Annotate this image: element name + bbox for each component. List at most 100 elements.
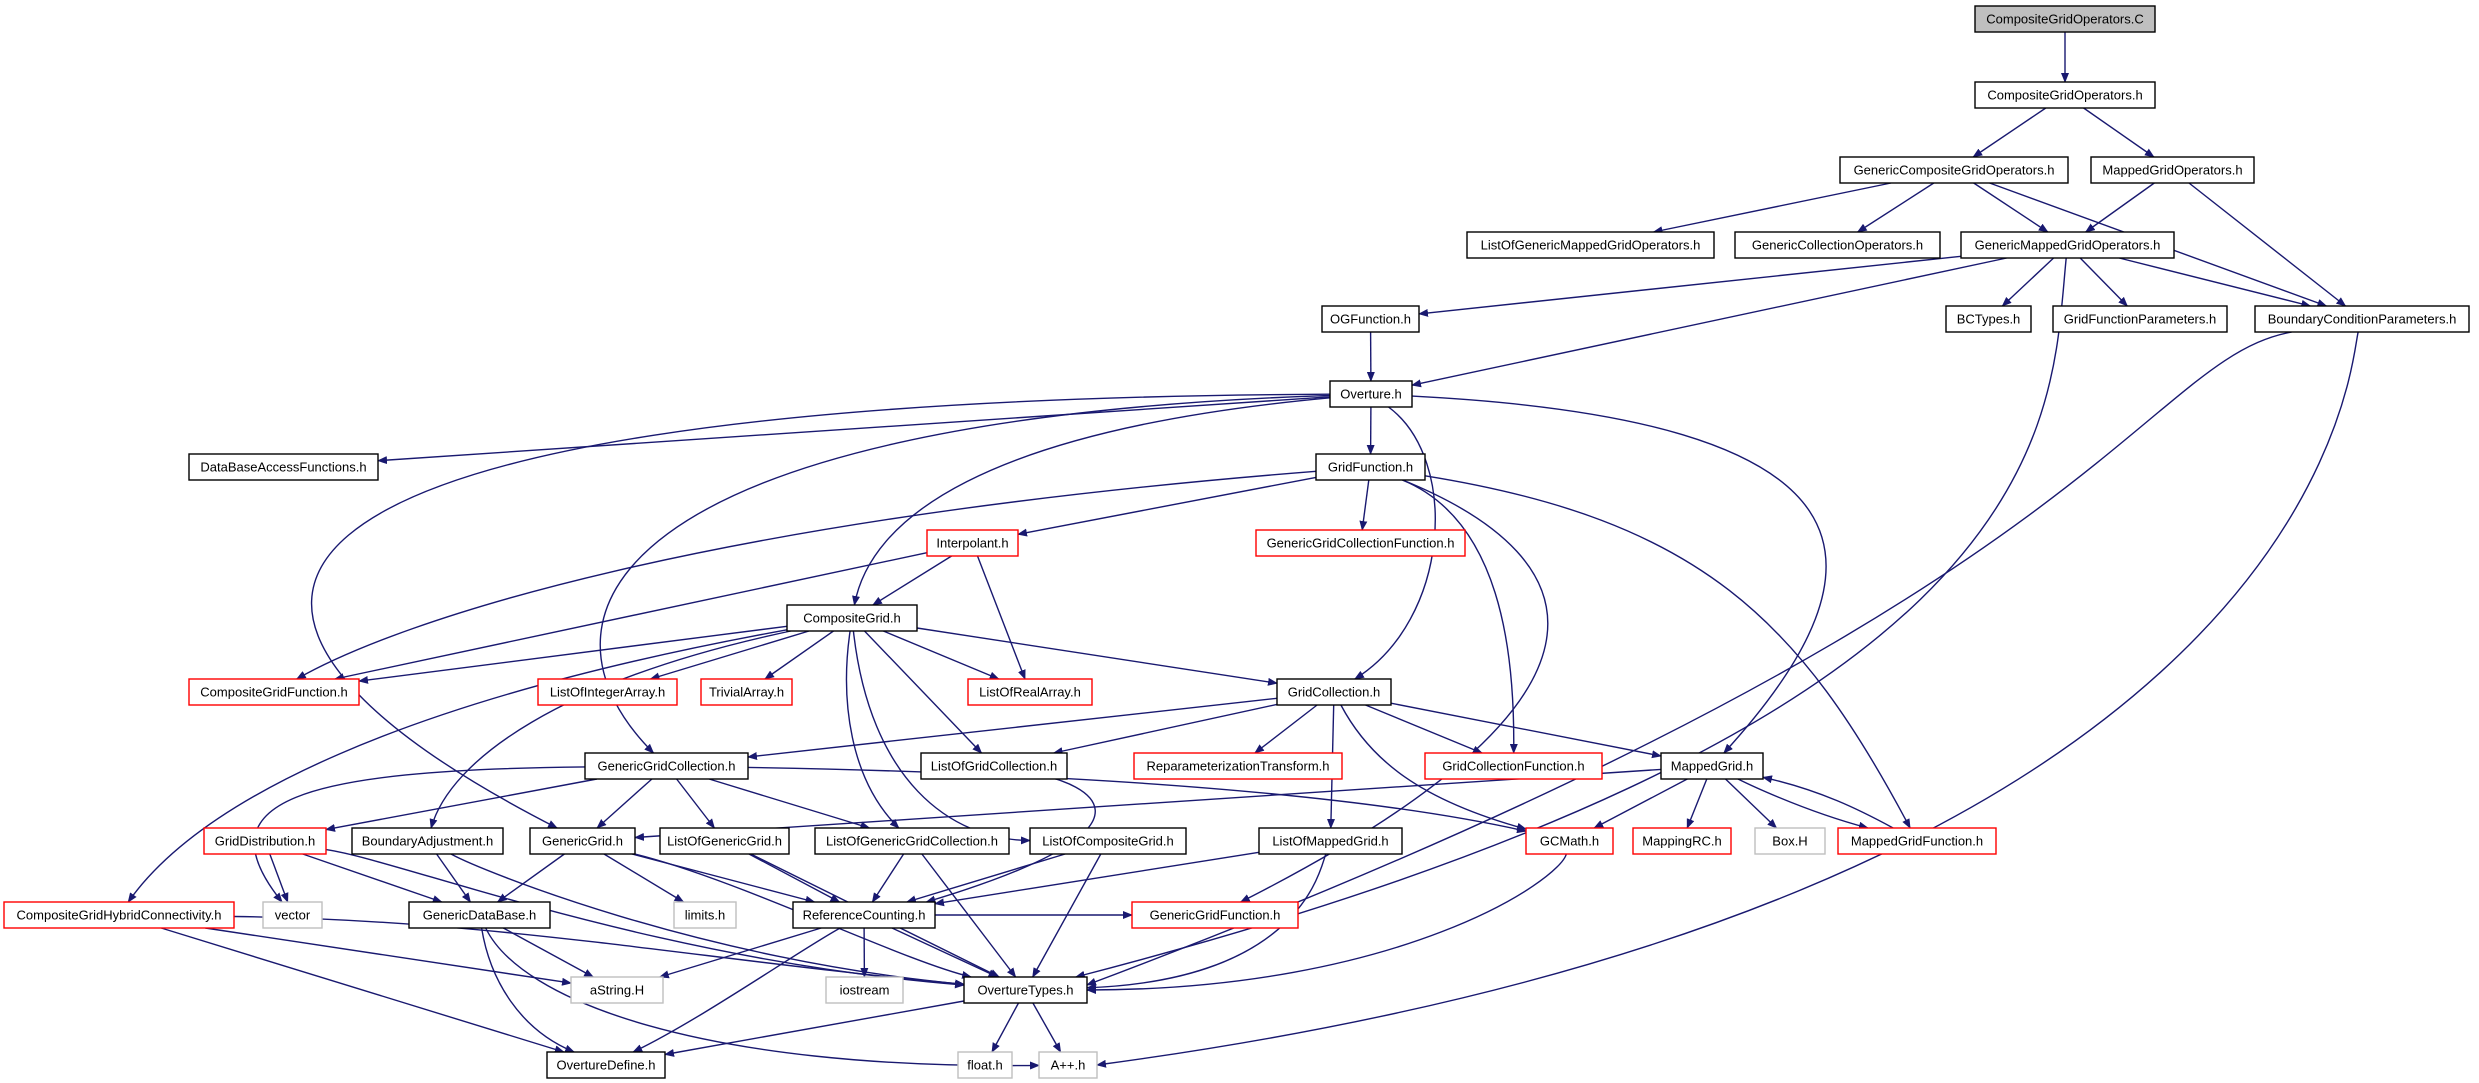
node-mgo[interactable]: MappedGridOperators.h [2090,156,2255,184]
edge-overture-to-mg [1411,395,1827,754]
node-gc[interactable]: GridCollection.h [1276,678,1392,706]
node-logmgo[interactable]: ListOfGenericMappedGridOperators.h [1466,231,1715,259]
node-label: GenericGridFunction.h [1150,908,1281,923]
edge-ggc-to-logg [676,778,716,829]
edge-cg-to-ba [429,630,791,829]
node-lora[interactable]: ListOfRealArray.h [967,678,1093,706]
edge-gc-to-ggc [747,697,1278,760]
node-iostream[interactable]: iostream [825,976,904,1004]
edge-lomg-to-rc [934,851,1260,907]
edge-gridfn-to-cgf [295,470,1317,680]
node-label: GenericCompositeGridOperators.h [1854,163,2055,178]
node-vector[interactable]: vector [262,901,323,929]
node-label: GridCollectionFunction.h [1442,759,1584,774]
node-astring[interactable]: aString.H [570,976,664,1004]
node-gmgo[interactable]: GenericMappedGridOperators.h [1960,231,2175,259]
node-app[interactable]: A++.h [1038,1051,1098,1079]
node-label: ListOfRealArray.h [979,685,1081,700]
node-gcgo[interactable]: GenericCompositeGridOperators.h [1839,156,2069,184]
node-gridfn[interactable]: GridFunction.h [1315,453,1426,481]
node-loggc[interactable]: ListOfGenericGridCollection.h [814,827,1010,855]
node-overture[interactable]: Overture.h [1329,380,1413,408]
node-label: BCTypes.h [1957,312,2021,327]
node-cgf[interactable]: CompositeGridFunction.h [188,678,360,706]
node-logg[interactable]: ListOfGenericGrid.h [659,827,790,855]
node-gcmath[interactable]: GCMath.h [1525,827,1614,855]
node-lomg[interactable]: ListOfMappedGrid.h [1258,827,1403,855]
node-mgf[interactable]: MappedGridFunction.h [1837,827,1997,855]
edge-cg-to-lora [883,630,1000,680]
edge-gc-to-gcmath [1340,704,1527,831]
node-gfp[interactable]: GridFunctionParameters.h [2052,305,2228,333]
edge-overture-to-cg [852,397,1331,606]
node-gcf[interactable]: GridCollectionFunction.h [1424,752,1603,780]
node-logc[interactable]: ListOfGridCollection.h [920,752,1068,780]
node-label: aString.H [590,983,644,998]
node-box [1424,752,1603,780]
node-label: MappedGridFunction.h [1851,834,1983,849]
node-cghc[interactable]: CompositeGridHybridConnectivity.h [3,901,235,929]
node-label: CompositeGrid.h [803,611,901,626]
node-label: CompositeGridOperators.C [1986,12,2144,27]
node-cg[interactable]: CompositeGrid.h [786,604,918,632]
node-root[interactable]: CompositeGridOperators.C [1974,5,2156,33]
node-box [1632,827,1732,855]
node-label: ListOfGridCollection.h [931,759,1057,774]
node-label: GenericCollectionOperators.h [1752,238,1923,253]
node-ggf[interactable]: GenericGridFunction.h [1131,901,1299,929]
node-box[interactable]: Box.H [1754,827,1826,855]
node-label: GridFunction.h [1328,460,1413,475]
node-locg[interactable]: ListOfCompositeGrid.h [1029,827,1187,855]
edge-gmgo-to-bct [2001,257,2055,307]
node-box [957,1051,1013,1079]
node-box [825,976,904,1004]
edge-bcp-to-app [1096,331,2359,1068]
node-label: CompositeGridOperators.h [1987,88,2142,103]
edge-ot-to-float [991,1002,1020,1053]
node-ggc[interactable]: GenericGridCollection.h [584,752,749,780]
edge-mgo-to-gmgo [2084,182,2155,233]
edge-gcmath-to-ot [1086,853,1567,994]
node-ba[interactable]: BoundaryAdjustment.h [351,827,504,855]
node-label: Box.H [1772,834,1807,849]
node-interp[interactable]: Interpolant.h [926,529,1019,557]
node-box [963,976,1088,1004]
node-gd[interactable]: GridDistribution.h [203,827,327,855]
node-mg[interactable]: MappedGrid.h [1660,752,1764,780]
node-ot[interactable]: OvertureTypes.h [963,976,1088,1004]
edge-gmgo-to-ogf [1418,255,1962,317]
node-cgo_h[interactable]: CompositeGridOperators.h [1974,81,2156,109]
node-gdb[interactable]: GenericDataBase.h [408,901,551,929]
node-box [2052,305,2228,333]
node-rt[interactable]: ReparameterizationTransform.h [1133,752,1343,780]
node-ggcf[interactable]: GenericGridCollectionFunction.h [1255,529,1466,557]
edge-gridfn-to-gcf [1402,479,1518,754]
edge-interp-to-lora [976,555,1026,680]
node-ogf[interactable]: OGFunction.h [1321,305,1420,333]
node-bcp[interactable]: BoundaryConditionParameters.h [2254,305,2470,333]
node-box [537,678,678,706]
node-label: GCMath.h [1540,834,1599,849]
edge-gc-to-logc [1052,703,1278,755]
node-box [659,827,790,855]
node-box [351,827,504,855]
node-box [1839,156,2069,184]
node-box [408,901,551,929]
edge-mg-to-mgf [1737,778,1869,830]
node-gco[interactable]: GenericCollectionOperators.h [1734,231,1941,259]
node-box [1525,827,1614,855]
edge-gg-to-limits [603,853,685,903]
node-label: MappingRC.h [1642,834,1722,849]
edge-mgf-to-mg [1762,775,1894,829]
node-gg[interactable]: GenericGrid.h [529,827,636,855]
node-limits[interactable]: limits.h [673,901,737,929]
node-ta[interactable]: TrivialArray.h [700,678,793,706]
node-mrc[interactable]: MappingRC.h [1632,827,1732,855]
node-bct[interactable]: BCTypes.h [1945,305,2032,333]
node-loia[interactable]: ListOfIntegerArray.h [537,678,678,706]
node-od[interactable]: OvertureDefine.h [546,1051,666,1079]
node-float[interactable]: float.h [957,1051,1013,1079]
node-rc[interactable]: ReferenceCounting.h [792,901,936,929]
node-dbaf[interactable]: DataBaseAccessFunctions.h [188,453,379,481]
